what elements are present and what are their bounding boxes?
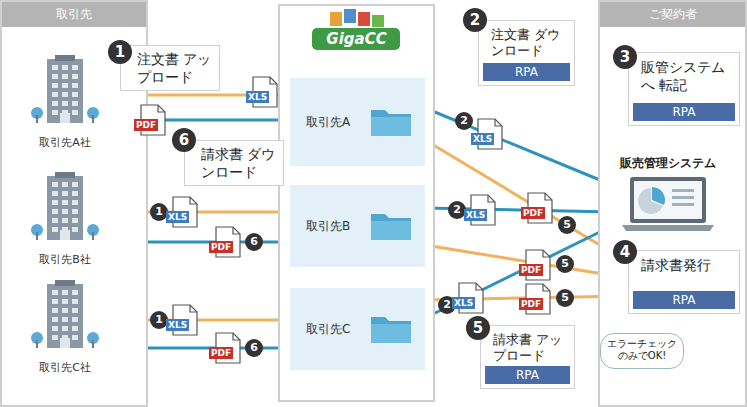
file-icon: PDF [525,283,551,315]
file-type: XLS [464,209,487,221]
rpa-tag: RPA [633,291,735,309]
file-type: XLS [166,211,189,223]
callout-number: 5 [466,316,490,340]
partner-building: 取引先B社 [25,172,105,267]
folder-row: 取引先C [290,288,425,370]
node-text: 注文書 アップロード [137,50,215,86]
node-text: 請求書発行 [641,257,735,275]
partner-building: 取引先A社 [25,55,105,150]
step-box: 注文書 アップロード [120,45,220,91]
file-type: PDF [519,298,543,310]
file-icon: XLS [172,304,198,336]
node-text: 取引先A社 [39,135,91,150]
callout-number: 6 [245,339,263,357]
node-text: ご契約者 [600,2,745,27]
rpa-tag: RPA [483,63,570,81]
sales-system: 販売管理システム [612,155,724,235]
file-type: PDF [519,264,543,276]
rpa-box: 請求書 アップロードRPA [480,325,575,389]
file-icon: PDF [525,249,551,281]
flow-arrow [425,226,612,318]
folder-icon [369,210,413,242]
file-type: PDF [521,207,545,219]
file-icon: XLS [172,196,198,228]
callout-number: 5 [556,289,574,307]
file-icon: XLS [252,76,278,108]
node-text: 取引先C社 [39,360,91,375]
callout-number: 3 [613,45,637,69]
step-box: 請求書 ダウンロード [184,140,284,186]
file-type: PDF [209,347,233,359]
folder-row: 取引先A [290,78,425,166]
laptop-icon [620,175,716,233]
callout-number: 5 [558,216,576,234]
node-text: 取引先B [306,218,350,235]
rpa-tag: RPA [633,103,735,121]
node-text: 注文書 ダウンロード [491,27,570,60]
rpa-box: 販管システムへ 転記 RPA [628,52,740,126]
callout-number: 1 [108,40,132,64]
file-icon: PDF [215,332,241,364]
node-text: エラーチェック のみでOK! [607,338,677,362]
node-text: 取引先 [2,2,146,27]
callout-number: 2 [463,8,487,32]
callout-number: 6 [172,128,196,152]
building-icon [25,280,105,352]
building-icon [25,55,105,127]
file-icon: XLS [458,282,484,314]
folder-icon [369,313,413,345]
node-text: 請求書 アップロード [493,332,570,365]
file-icon: PDF [140,104,166,136]
file-type: PDF [134,119,158,131]
file-icon: PDF [215,226,241,258]
file-type: XLS [452,297,475,309]
node-text: 取引先B社 [39,252,91,267]
folder-row: 取引先B [290,185,425,267]
node-text: 販売管理システム [620,155,716,172]
file-type: XLS [166,319,189,331]
flow-arrow [425,108,612,185]
file-icon: XLS [470,194,496,226]
file-type: XLS [246,91,269,103]
rpa-box: 請求書発行 RPA [628,250,740,314]
rpa-box: 注文書 ダウンロード RPA [478,20,575,86]
file-icon: XLS [477,118,503,150]
gigacc-panel: GigaCC 取引先A 取引先B 取引先C [278,4,435,402]
building-icon [25,172,105,244]
file-type: PDF [209,241,233,253]
node-text: GigaCC [280,30,433,48]
file-type: XLS [471,133,494,145]
node-text: 請求書 ダウンロード [201,145,279,181]
callout-number: 4 [613,240,637,264]
partner-building: 取引先C社 [25,280,105,375]
file-icon: PDF [527,192,553,224]
callout-number: 2 [455,112,473,130]
node-text: 取引先C [306,321,350,338]
node-text: 取引先A [306,114,350,131]
speech-bubble: エラーチェック のみでOK! [600,333,684,369]
rpa-tag: RPA [485,366,570,384]
node-text: 販管システムへ 転記 [641,59,735,94]
callout-number: 6 [245,233,263,251]
folder-icon [369,106,413,138]
callout-number: 5 [556,255,574,273]
